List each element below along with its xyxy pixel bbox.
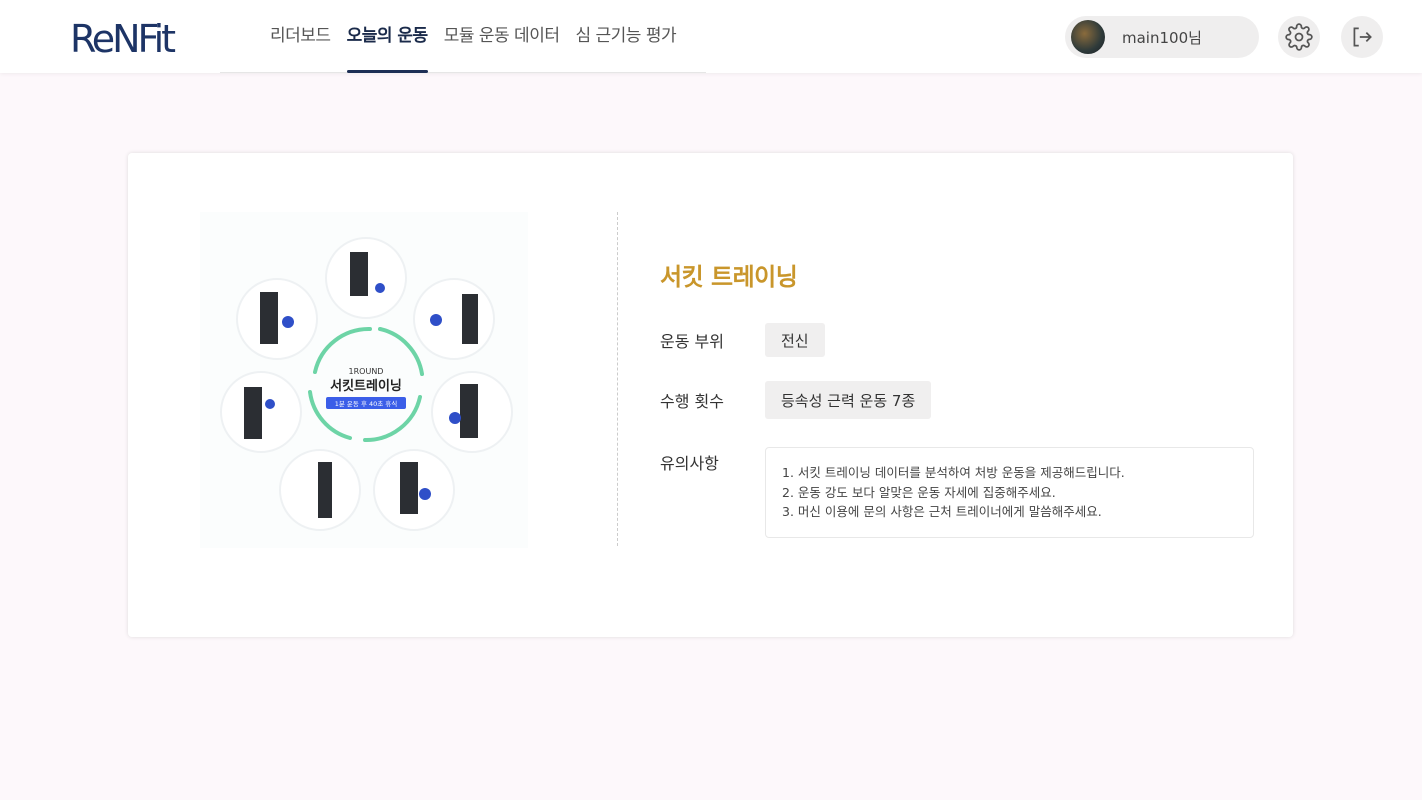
circuit-training-image: 1ROUND 서킷트레이닝 1분 운동 후 40초 휴식 <box>200 212 528 548</box>
nav-today-workout[interactable]: 오늘의 운동 <box>346 0 428 73</box>
svg-text:ReNFit: ReNFit <box>70 17 175 61</box>
logout-icon <box>1353 27 1372 47</box>
logout-button[interactable] <box>1341 16 1383 58</box>
image-subtitle-text: 1분 운동 후 40초 휴식 <box>335 399 398 408</box>
reps-value: 등속성 근력 운동 7종 <box>765 381 932 419</box>
nav-cardio-eval[interactable]: 심 근기능 평가 <box>575 26 677 46</box>
note-item: 2. 운동 강도 보다 알맞은 운동 자세에 집중해주세요. <box>782 484 1056 500</box>
settings-button[interactable] <box>1278 16 1320 58</box>
notes-label: 유의사항 <box>660 454 719 473</box>
nav-leaderboard[interactable]: 리더보드 <box>270 26 331 46</box>
nav-module-data[interactable]: 모듈 운동 데이터 <box>443 26 560 46</box>
renfit-logo[interactable]: ReNFit <box>70 12 182 62</box>
user-name: main100님 <box>1122 28 1202 47</box>
reps-label: 수행 횟수 <box>660 392 724 411</box>
header: ReNFit 리더보드 오늘의 운동 모듈 운동 데이터 심 근기능 평가 ma… <box>0 0 1422 73</box>
gear-icon <box>1285 23 1313 51</box>
body-part-label: 운동 부위 <box>660 332 724 351</box>
note-item: 1. 서킷 트레이닝 데이터를 분석하여 처방 운동을 제공해드립니다. <box>782 465 1125 480</box>
avatar <box>1071 20 1105 54</box>
main-nav: 리더보드 오늘의 운동 모듈 운동 데이터 심 근기능 평가 <box>220 0 706 73</box>
divider <box>617 212 618 546</box>
image-round-text: 1ROUND <box>349 367 384 376</box>
user-profile-button[interactable]: main100님 <box>1065 16 1259 58</box>
notes-box: 1. 서킷 트레이닝 데이터를 분석하여 처방 운동을 제공해드립니다. 2. … <box>765 447 1254 538</box>
note-item: 3. 머신 이용에 문의 사항은 근처 트레이너에게 말씀해주세요. <box>782 504 1102 519</box>
body-part-value: 전신 <box>765 323 825 357</box>
workout-card: 1ROUND 서킷트레이닝 1분 운동 후 40초 휴식 서킷 트레이닝 운동 … <box>128 153 1293 637</box>
image-title-text: 서킷트레이닝 <box>330 378 402 394</box>
workout-title: 서킷 트레이닝 <box>660 263 798 291</box>
